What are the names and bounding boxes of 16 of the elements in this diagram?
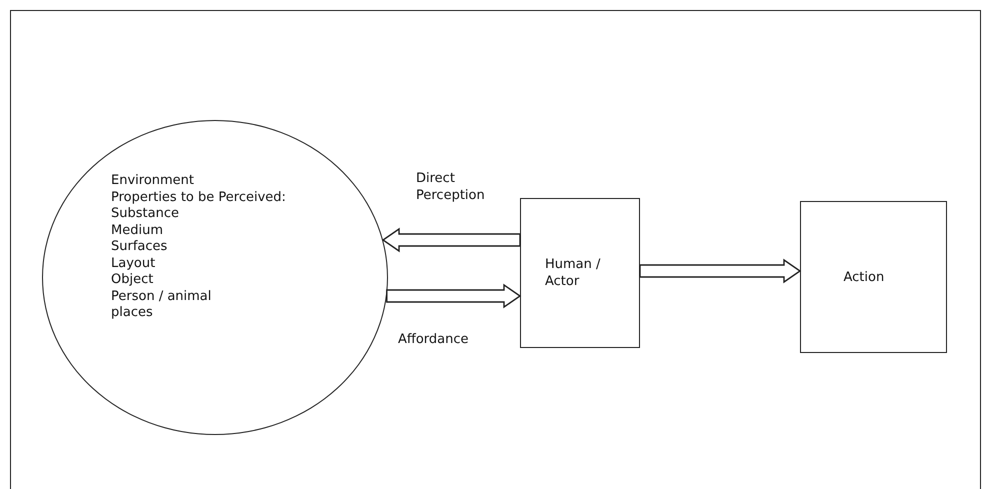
- box-label: Human / Actor: [545, 256, 602, 290]
- property-item: Properties to be Perceived:: [111, 190, 287, 206]
- hollow-arrow: [382, 228, 521, 252]
- property-item: places: [111, 305, 154, 322]
- circle-heading: Environment: [111, 173, 196, 190]
- property-item: Medium: [111, 222, 164, 239]
- box-label: Action: [844, 268, 886, 286]
- process-box: [800, 201, 947, 353]
- property-item: Surfaces: [111, 239, 168, 256]
- property-item: Object: [111, 272, 154, 288]
- property-item: Layout: [111, 256, 156, 272]
- hollow-arrow: [386, 284, 522, 308]
- process-box: [520, 198, 640, 348]
- property-item: Person / animal: [111, 288, 212, 305]
- property-item: Substance: [111, 206, 180, 222]
- hollow-arrow: [639, 258, 802, 284]
